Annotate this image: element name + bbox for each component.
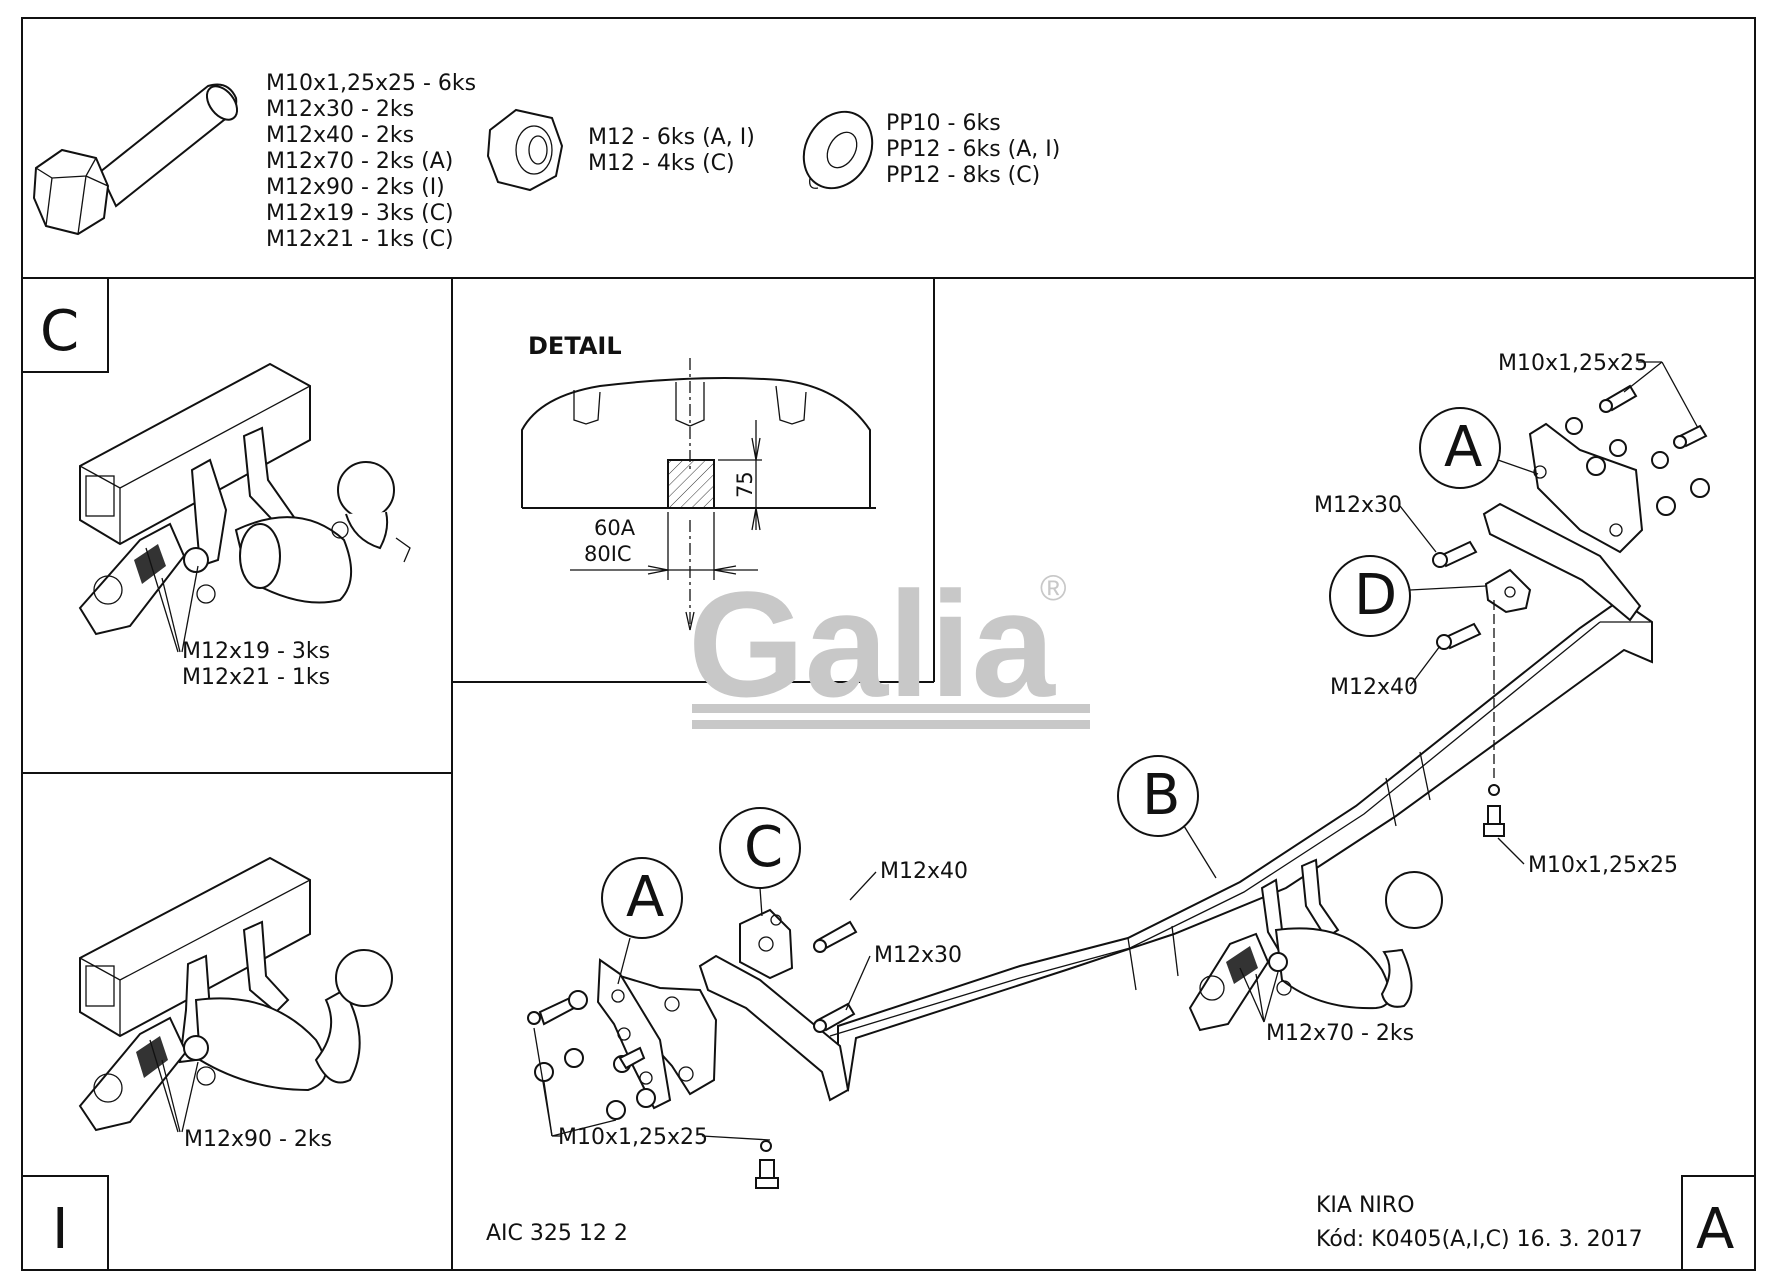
bolt-item: M12x19 - 3ks (C) <box>266 201 454 226</box>
bolt-list: M10x1,25x25 - 6ks M12x30 - 2ks M12x40 - … <box>266 71 476 252</box>
right-fasteners <box>1432 384 1710 837</box>
callout-m12x40-right: M12x40 <box>1330 675 1418 700</box>
panel-i-letter-box <box>21 1175 109 1271</box>
callout-a-left-label: A <box>626 865 664 930</box>
bolt-item: M12x40 - 2ks <box>266 123 414 148</box>
callout-b <box>1117 755 1217 879</box>
bolt-item: M12x21 - 1ks (C) <box>266 227 454 252</box>
panel-c-letter: C <box>40 299 79 364</box>
galia-logo: Galia ® <box>688 560 1090 729</box>
detail-dimension-height-label: 75 <box>733 471 757 498</box>
detail-dimension-width-b: 80IC <box>584 542 632 566</box>
bolt-icon <box>32 83 239 236</box>
bolt-item: M12x90 - 2ks (I) <box>266 175 445 200</box>
bolt-item: M12x30 - 2ks <box>266 97 414 122</box>
callout-d <box>1329 555 1487 637</box>
detail-dimension-height <box>718 420 762 531</box>
tow-bar-variant-i <box>78 856 393 1132</box>
left-fasteners <box>527 920 858 1189</box>
bracket-c <box>739 908 794 980</box>
detail-title: DETAIL <box>528 332 622 360</box>
callout-a-top <box>1419 407 1539 489</box>
detail-tube-section <box>667 459 715 509</box>
callout-m12x70: M12x70 - 2ks <box>1266 1021 1414 1046</box>
callout-m10-right-bottom: M10x1,25x25 <box>1528 853 1678 878</box>
callout-a-top-label: A <box>1444 415 1482 480</box>
callout-m12x40-left: M12x40 <box>880 859 968 884</box>
callout-d-label: D <box>1354 563 1397 628</box>
callout-m12x30-left: M12x30 <box>874 943 962 968</box>
panel-c-leaders <box>145 547 199 653</box>
washer-icon <box>802 110 874 190</box>
panel-c-bolt-label: M12x19 - 3ks <box>182 639 330 664</box>
main-corner-letter: A <box>1696 1197 1734 1262</box>
detail-dimension-width-a: 60A <box>594 516 636 540</box>
logo-underline <box>692 704 1090 713</box>
callout-b-label: B <box>1142 763 1180 828</box>
callout-m12x30-right: M12x30 <box>1314 493 1402 518</box>
callout-leaders <box>533 361 1699 1141</box>
logo-underline <box>692 720 1090 729</box>
panel-c-letter-box <box>21 277 109 373</box>
detail-dimension-width <box>570 512 758 580</box>
crossbar-b <box>829 598 1653 1092</box>
nut-item: M12 - 6ks (A, I) <box>588 125 755 150</box>
washer-item: PP12 - 8ks (C) <box>886 163 1040 188</box>
washer-item: PP10 - 6ks <box>886 111 1001 136</box>
washer-item: PP12 - 6ks (A, I) <box>886 137 1060 162</box>
drawing-number: AIC 325 12 2 <box>486 1221 628 1246</box>
panel-i-bolt-label: M12x90 - 2ks <box>184 1127 332 1152</box>
vehicle-model: KIA NIRO <box>1316 1193 1415 1218</box>
panel-c-bolt-label: M12x21 - 1ks <box>182 665 330 690</box>
outer-frame <box>21 17 1756 1271</box>
bolt-item: M10x1,25x25 - 6ks <box>266 71 476 96</box>
tow-bar-variant-c <box>78 362 411 636</box>
registered-mark: ® <box>1040 567 1067 608</box>
panel-i-leaders <box>149 1039 199 1133</box>
nut-icon <box>486 108 564 192</box>
panel-i-letter: I <box>52 1197 69 1262</box>
callout-m10-top: M10x1,25x25 <box>1498 351 1648 376</box>
tow-ball-assembly <box>1188 858 1443 1032</box>
main-letter-box <box>1681 1175 1756 1271</box>
callout-c <box>719 807 801 917</box>
nut-list: M12 - 6ks (A, I) M12 - 4ks (C) <box>588 125 755 176</box>
callout-c-label: C <box>744 815 783 880</box>
callout-a-left <box>601 857 683 985</box>
nut-item: M12 - 4ks (C) <box>588 151 735 176</box>
left-adapter-plate <box>596 958 672 1110</box>
detail-bumper-section <box>521 358 876 631</box>
right-side-bracket <box>1482 422 1644 622</box>
callout-m10-left: M10x1,25x25 <box>558 1125 708 1150</box>
galia-logo-text: Galia <box>688 560 1056 728</box>
washer-list: PP10 - 6ks PP12 - 6ks (A, I) PP12 - 8ks … <box>886 111 1060 188</box>
bolt-item: M12x70 - 2ks (A) <box>266 149 453 174</box>
product-code: Kód: K0405(A,I,C) 16. 3. 2017 <box>1316 1227 1643 1252</box>
